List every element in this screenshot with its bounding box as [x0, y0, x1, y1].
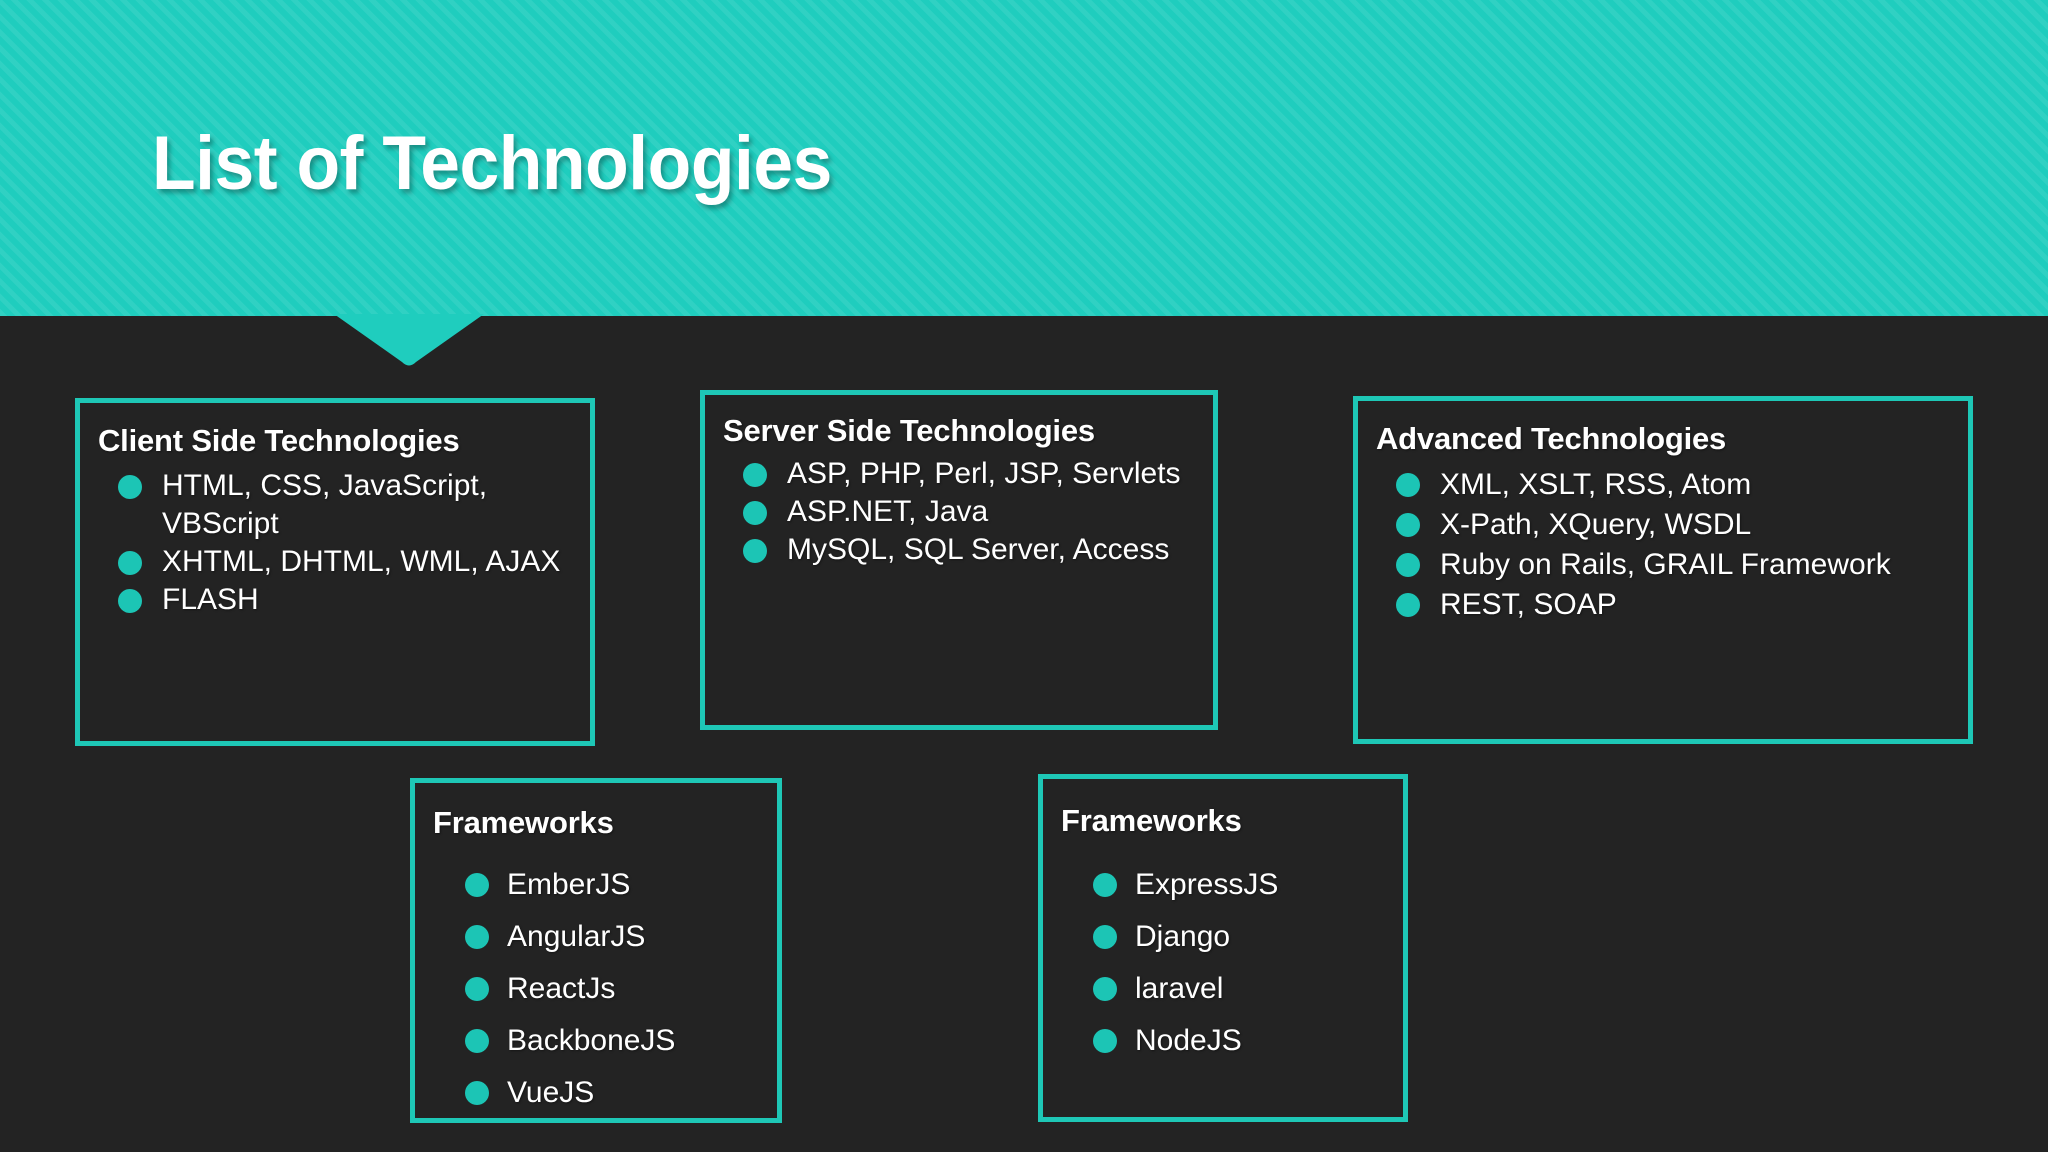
- list-item-label: ReactJs: [507, 972, 616, 1005]
- bullet-dot-icon: [1093, 1029, 1117, 1053]
- list-item-label: REST, SOAP: [1440, 588, 1617, 621]
- bullet-list: HTML, CSS, JavaScript, VBScript XHTML, D…: [108, 467, 574, 619]
- list-item: AngularJS: [455, 911, 777, 963]
- bullet-list: ASP, PHP, Perl, JSP, Servlets ASP.NET, J…: [733, 455, 1197, 569]
- list-item: laravel: [1083, 963, 1403, 1015]
- list-item: EmberJS: [455, 859, 777, 911]
- list-item-label: VueJS: [507, 1076, 595, 1109]
- list-item: ASP.NET, Java: [733, 493, 1197, 531]
- list-item-label: MySQL, SQL Server, Access: [787, 533, 1170, 566]
- list-item: REST, SOAP: [1386, 585, 1952, 625]
- list-item-label: XML, XSLT, RSS, Atom: [1440, 468, 1752, 501]
- card-server-side-technologies: Server Side Technologies ASP, PHP, Perl,…: [700, 390, 1218, 730]
- bullet-dot-icon: [465, 925, 489, 949]
- card-client-side-technologies: Client Side Technologies HTML, CSS, Java…: [75, 398, 595, 746]
- bullet-dot-icon: [1396, 513, 1420, 537]
- bullet-dot-icon: [465, 873, 489, 897]
- list-item: VueJS: [455, 1067, 777, 1119]
- bullet-dot-icon: [118, 589, 142, 613]
- list-item-label: XHTML, DHTML, WML, AJAX: [162, 545, 561, 578]
- header-chevron-notch: [334, 314, 484, 368]
- list-item-label: Ruby on Rails, GRAIL Framework: [1440, 548, 1891, 581]
- list-item: NodeJS: [1083, 1015, 1403, 1067]
- list-item-label: HTML, CSS, JavaScript, VBScript: [162, 469, 488, 540]
- card-frameworks-server: Frameworks ExpressJS Django laravel Node…: [1038, 774, 1408, 1122]
- card-title: Frameworks: [1061, 803, 1242, 838]
- bullet-dot-icon: [118, 551, 142, 575]
- list-item-label: EmberJS: [507, 868, 631, 901]
- bullet-dot-icon: [465, 1081, 489, 1105]
- bullet-list: EmberJS AngularJS ReactJs BackboneJS Vue…: [455, 859, 777, 1119]
- bullet-dot-icon: [1093, 977, 1117, 1001]
- list-item: ASP, PHP, Perl, JSP, Servlets: [733, 455, 1197, 493]
- bullet-dot-icon: [743, 501, 767, 525]
- list-item: BackboneJS: [455, 1015, 777, 1067]
- list-item: X-Path, XQuery, WSDL: [1386, 505, 1952, 545]
- card-title: Advanced Technologies: [1376, 421, 1727, 456]
- card-frameworks-client: Frameworks EmberJS AngularJS ReactJs Bac…: [410, 778, 782, 1123]
- card-title: Frameworks: [433, 805, 614, 840]
- list-item: FLASH: [108, 581, 574, 619]
- bullet-dot-icon: [1396, 593, 1420, 617]
- list-item: ReactJs: [455, 963, 777, 1015]
- header-banner: List of Technologies: [0, 0, 2048, 316]
- list-item-label: NodeJS: [1135, 1024, 1242, 1057]
- list-item-label: AngularJS: [507, 920, 646, 953]
- bullet-dot-icon: [1093, 925, 1117, 949]
- list-item-label: ASP.NET, Java: [787, 495, 989, 528]
- list-item-label: Django: [1135, 920, 1231, 953]
- card-advanced-technologies: Advanced Technologies XML, XSLT, RSS, At…: [1353, 396, 1973, 744]
- list-item: XHTML, DHTML, WML, AJAX: [108, 543, 574, 581]
- list-item-label: ExpressJS: [1135, 868, 1279, 901]
- list-item-label: X-Path, XQuery, WSDL: [1440, 508, 1752, 541]
- page-title: List of Technologies: [152, 121, 832, 206]
- bullet-list: ExpressJS Django laravel NodeJS: [1083, 859, 1403, 1067]
- list-item: Django: [1083, 911, 1403, 963]
- list-item: MySQL, SQL Server, Access: [733, 531, 1197, 569]
- bullet-dot-icon: [1396, 473, 1420, 497]
- bullet-dot-icon: [1093, 873, 1117, 897]
- bullet-list: XML, XSLT, RSS, Atom X-Path, XQuery, WSD…: [1386, 465, 1952, 625]
- bullet-dot-icon: [1396, 553, 1420, 577]
- card-title: Server Side Technologies: [723, 413, 1095, 448]
- bullet-dot-icon: [465, 1029, 489, 1053]
- card-title: Client Side Technologies: [98, 423, 460, 458]
- list-item: HTML, CSS, JavaScript, VBScript: [108, 467, 574, 543]
- list-item-label: BackboneJS: [507, 1024, 676, 1057]
- list-item-label: FLASH: [162, 583, 259, 616]
- list-item: XML, XSLT, RSS, Atom: [1386, 465, 1952, 505]
- list-item-label: laravel: [1135, 972, 1224, 1005]
- list-item-label: ASP, PHP, Perl, JSP, Servlets: [787, 457, 1181, 490]
- list-item: Ruby on Rails, GRAIL Framework: [1386, 545, 1952, 585]
- bullet-dot-icon: [118, 475, 142, 499]
- bullet-dot-icon: [743, 463, 767, 487]
- bullet-dot-icon: [465, 977, 489, 1001]
- bullet-dot-icon: [743, 539, 767, 563]
- list-item: ExpressJS: [1083, 859, 1403, 911]
